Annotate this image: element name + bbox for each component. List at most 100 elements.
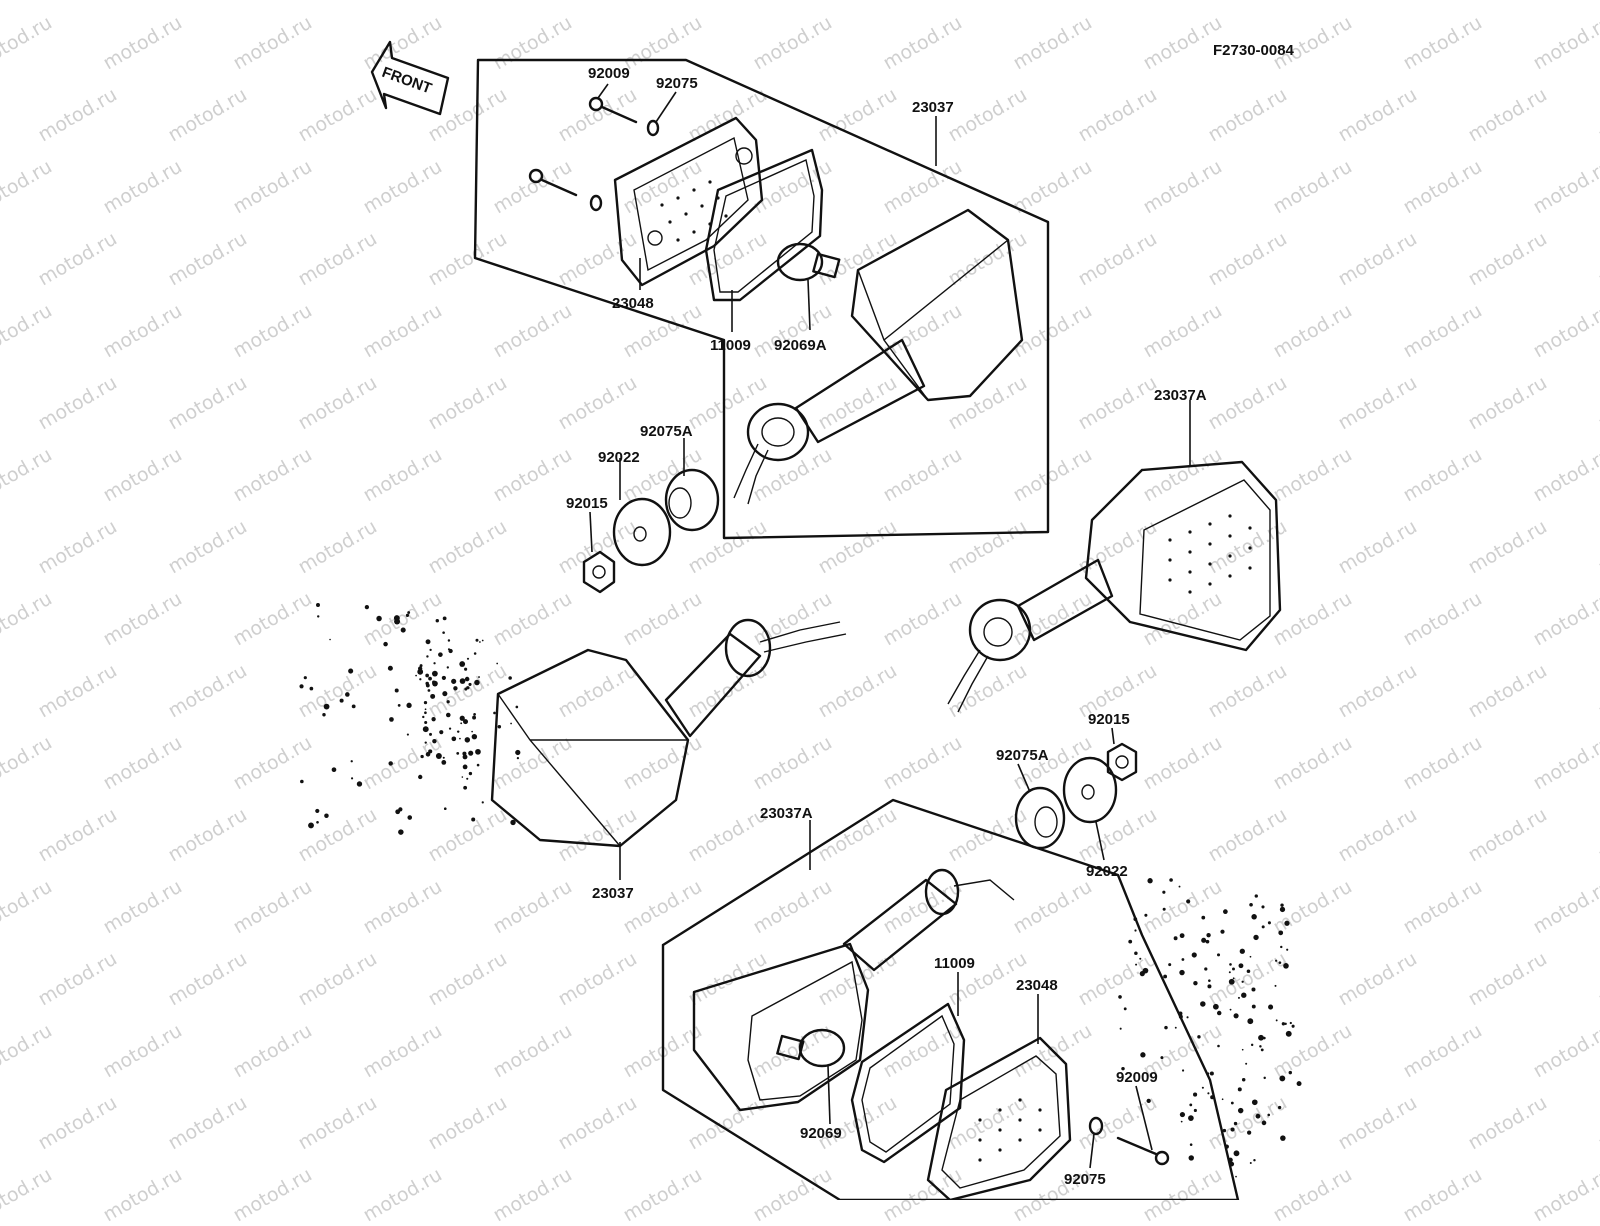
speckle bbox=[1210, 1095, 1215, 1100]
speckle bbox=[303, 676, 307, 680]
speckle bbox=[1174, 1026, 1177, 1029]
speckle bbox=[1267, 921, 1271, 925]
speckle bbox=[1237, 1107, 1244, 1114]
speckle bbox=[1259, 1045, 1262, 1048]
speckle bbox=[1179, 1111, 1186, 1118]
part-label-92022-right: 92022 bbox=[1086, 863, 1128, 880]
speckle bbox=[1168, 963, 1172, 967]
speckle bbox=[405, 613, 410, 617]
speckle bbox=[329, 638, 331, 641]
speckle bbox=[422, 715, 425, 719]
speckle bbox=[1178, 1014, 1183, 1019]
nut-92015-right bbox=[1106, 742, 1138, 782]
speckle bbox=[1296, 1081, 1302, 1087]
speckle bbox=[350, 760, 353, 763]
part-label-92015-upper: 92015 bbox=[566, 495, 608, 512]
speckle bbox=[476, 763, 480, 767]
part-label-23037-left: 23037 bbox=[592, 885, 634, 902]
speckle bbox=[510, 819, 516, 826]
part-label-11009-upper: 11009 bbox=[710, 337, 751, 354]
speckle bbox=[1208, 979, 1211, 982]
part-label-92009-upper: 92009 bbox=[588, 65, 630, 82]
speckle bbox=[1159, 972, 1162, 975]
speckle bbox=[471, 730, 473, 733]
speckle bbox=[1178, 885, 1181, 888]
speckle bbox=[1197, 1035, 1201, 1039]
housing-23037-upper bbox=[733, 208, 1024, 505]
speckle bbox=[406, 702, 412, 708]
speckle bbox=[1146, 1098, 1151, 1104]
speckle bbox=[1228, 971, 1231, 974]
speckle bbox=[1279, 1075, 1286, 1082]
speckle bbox=[397, 704, 401, 707]
speckle bbox=[1286, 948, 1289, 951]
speckle bbox=[1278, 930, 1284, 936]
speckle bbox=[300, 779, 304, 784]
gasket-11009-lower bbox=[850, 1002, 966, 1164]
speckle bbox=[1209, 1071, 1214, 1076]
speckle bbox=[1216, 1010, 1222, 1016]
speckle bbox=[456, 752, 460, 755]
speckle bbox=[419, 678, 422, 681]
speckle bbox=[496, 662, 499, 665]
speckle bbox=[462, 754, 468, 760]
speckle bbox=[424, 708, 427, 711]
speckle bbox=[510, 722, 512, 725]
speckle bbox=[464, 687, 468, 691]
speckle bbox=[456, 730, 460, 733]
speckle bbox=[1291, 1024, 1295, 1028]
speckle bbox=[350, 777, 354, 780]
speckle bbox=[1186, 1016, 1189, 1019]
speckle bbox=[1173, 936, 1178, 941]
speckle bbox=[1285, 1030, 1292, 1037]
speckle bbox=[406, 733, 409, 736]
speckle bbox=[425, 673, 429, 678]
part-label-23037A-right: 23037A bbox=[1154, 387, 1207, 404]
speckle bbox=[1229, 1008, 1232, 1011]
speckle bbox=[508, 676, 512, 680]
speckle bbox=[1162, 907, 1166, 911]
part-label-92022-upper: 92022 bbox=[598, 449, 640, 466]
speckle bbox=[442, 631, 445, 634]
speckle bbox=[430, 693, 436, 699]
speckle bbox=[1258, 1034, 1264, 1041]
speckle bbox=[1241, 1048, 1244, 1051]
speckle bbox=[425, 752, 431, 757]
speckle bbox=[1280, 903, 1284, 907]
washer-92075-lower bbox=[1088, 1116, 1104, 1136]
part-label-23037A-lower: 23037A bbox=[760, 805, 813, 822]
speckle bbox=[1205, 939, 1210, 944]
speckle bbox=[497, 725, 502, 729]
speckle bbox=[427, 689, 431, 692]
speckle bbox=[481, 639, 484, 642]
speckle bbox=[1246, 969, 1251, 974]
speckle bbox=[1135, 963, 1138, 966]
speckle bbox=[1255, 1113, 1261, 1119]
speckle bbox=[453, 686, 458, 691]
speckle bbox=[417, 668, 424, 675]
speckle bbox=[460, 722, 463, 725]
speckle bbox=[1261, 925, 1265, 929]
speckle bbox=[1181, 1069, 1185, 1072]
speckle bbox=[1169, 878, 1173, 882]
speckle bbox=[1216, 953, 1221, 957]
part-label-23037-upper: 23037 bbox=[912, 99, 954, 116]
speckle bbox=[432, 680, 438, 687]
speckle bbox=[407, 611, 411, 614]
speckle bbox=[1233, 1150, 1240, 1157]
speckle bbox=[1179, 933, 1185, 939]
speckle bbox=[1134, 929, 1137, 932]
part-label-11009-lower: 11009 bbox=[934, 955, 975, 972]
part-label-92009-lower: 92009 bbox=[1116, 1069, 1158, 1086]
scan-speckles bbox=[299, 603, 1302, 1178]
upper-group-outline bbox=[473, 58, 1050, 540]
speckle bbox=[1200, 1001, 1206, 1007]
speckle bbox=[1147, 878, 1153, 884]
speckle bbox=[1251, 914, 1257, 920]
speckle bbox=[425, 639, 431, 645]
speckle bbox=[1121, 1066, 1125, 1071]
speckle bbox=[464, 667, 468, 671]
speckle bbox=[1212, 1003, 1219, 1010]
speckle bbox=[1144, 913, 1148, 917]
speckle bbox=[1237, 996, 1240, 999]
